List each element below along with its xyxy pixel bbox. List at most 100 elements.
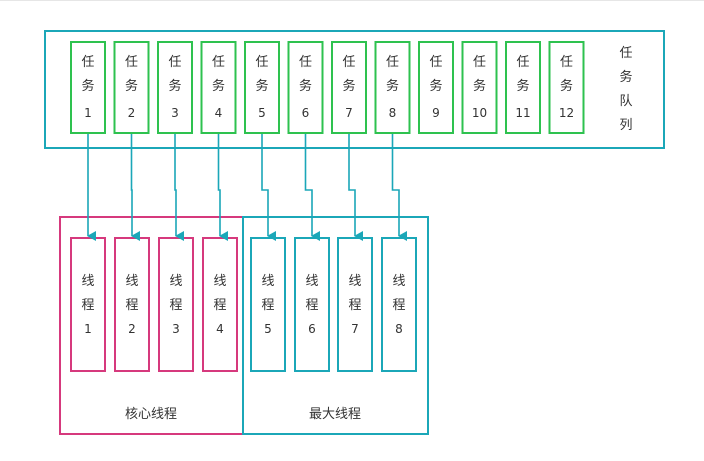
top-divider [0, 0, 704, 1]
thread-label-char: 程 [261, 298, 274, 313]
task-box-4: 任务 4 [200, 41, 237, 134]
task-label-char: 任 [81, 55, 94, 70]
thread-label-char: 线 [261, 274, 274, 289]
thread-box-border [337, 237, 373, 372]
task-label-char: 任 [516, 55, 529, 70]
arrow-task-4-to-thread-4 [217, 134, 228, 241]
thread-label-char: 程 [169, 298, 182, 313]
task-box-5: 任务5 [244, 41, 280, 134]
task-number: 5 [258, 106, 266, 120]
queue-label-char: 列 [619, 118, 632, 133]
task-label-char: 务 [516, 78, 529, 94]
task-number: 7 [345, 106, 353, 120]
thread-label-char: 线 [392, 274, 405, 289]
task-box-border [374, 41, 411, 134]
task-number: 3 [171, 106, 179, 120]
task-box-border [157, 41, 193, 134]
task-label-char: 务 [168, 78, 181, 94]
task-number: 11 [515, 106, 530, 120]
thread-number: 2 [128, 322, 136, 336]
task-box-border [548, 41, 585, 134]
task-label-char: 任 [342, 55, 355, 70]
task-label-char: 任 [560, 55, 573, 70]
thread-label-char: 程 [305, 298, 318, 313]
thread-label-char: 线 [305, 274, 318, 289]
task-label-char: 务 [81, 78, 94, 94]
task-label-char: 任 [168, 55, 181, 70]
thread-label-char: 程 [348, 298, 361, 313]
task-number: 8 [389, 106, 397, 120]
thread-box-3: 线程3 [158, 237, 194, 372]
task-number: 10 [472, 106, 487, 120]
thread-number: 7 [351, 322, 359, 336]
thread-number: 8 [395, 322, 403, 336]
task-label-char: 任 [473, 55, 486, 70]
task-label-char: 任 [429, 55, 442, 70]
task-box-border [113, 41, 150, 134]
task-box-12: 任务 12 [548, 41, 585, 134]
thread-box-1: 线程1 [70, 237, 106, 372]
task-label-char: 任 [299, 55, 312, 70]
max-threads-box [242, 216, 429, 435]
task-box-border [331, 41, 367, 134]
task-box-border [418, 41, 454, 134]
arrow-task-7-to-thread-7 [348, 134, 363, 241]
task-label-char: 务 [255, 78, 268, 94]
task-box-border [70, 41, 106, 134]
task-label-char: 务 [429, 78, 442, 94]
task-box-3: 任务 3 [157, 41, 193, 134]
task-box-6: 任务 6 [287, 41, 324, 134]
task-label-char: 任 [212, 55, 225, 70]
task-box-9: 任务 9 [418, 41, 454, 134]
thread-box-7: 线程 7 [337, 237, 373, 372]
thread-label-char: 线 [81, 274, 94, 289]
task-box-border [287, 41, 324, 134]
task-box-border [200, 41, 237, 134]
thread-label-char: 线 [213, 274, 226, 289]
task-number: 4 [215, 106, 223, 120]
task-number: 6 [302, 106, 310, 120]
thread-number: 3 [172, 322, 180, 336]
task-label-char: 务 [212, 78, 225, 94]
task-box-border [244, 41, 280, 134]
thread-box-4: 线程 4 [202, 237, 238, 372]
thread-box-8: 线程8 [381, 237, 417, 372]
task-box-border [505, 41, 541, 134]
thread-box-6: 线程 6 [294, 237, 330, 372]
task-label-char: 任 [125, 55, 138, 70]
arrow-list [87, 134, 407, 241]
thread-number: 1 [84, 322, 92, 336]
task-number: 12 [559, 106, 574, 120]
core-threads-label: 核心线程 [125, 407, 177, 422]
thread-box-5: 线程 5 [250, 237, 286, 372]
thread-box-border [70, 237, 106, 372]
thread-box-2: 线程 2 [114, 237, 150, 372]
task-label-char: 任 [386, 55, 399, 70]
thread-label-char: 线 [125, 274, 138, 289]
thread-label-char: 程 [213, 298, 226, 313]
task-label-char: 务 [560, 78, 573, 94]
thread-box-border [250, 237, 286, 372]
max-threads-label: 最大线程 [309, 407, 361, 422]
task-number: 9 [432, 106, 440, 120]
thread-number: 5 [264, 322, 272, 336]
task-box-border [461, 41, 498, 134]
arrow-task-5-to-thread-5 [261, 134, 276, 241]
task-label-char: 务 [386, 78, 399, 94]
thread-number: 4 [216, 322, 224, 336]
arrow-task-8-to-thread-8 [391, 134, 407, 241]
arrow-task-2-to-thread-2 [130, 134, 140, 241]
task-box-11: 任务 11 [505, 41, 541, 134]
task-label-char: 务 [473, 78, 486, 94]
thread-number: 6 [308, 322, 316, 336]
task-box-10: 任务 10 [461, 41, 498, 134]
thread-label-char: 线 [348, 274, 361, 289]
arrow-task-6-to-thread-6 [304, 134, 320, 241]
thread-label-char: 程 [125, 298, 138, 313]
task-number: 1 [84, 106, 92, 120]
arrow-task-3-to-thread-3 [174, 134, 184, 241]
task-label-char: 务 [299, 78, 312, 94]
